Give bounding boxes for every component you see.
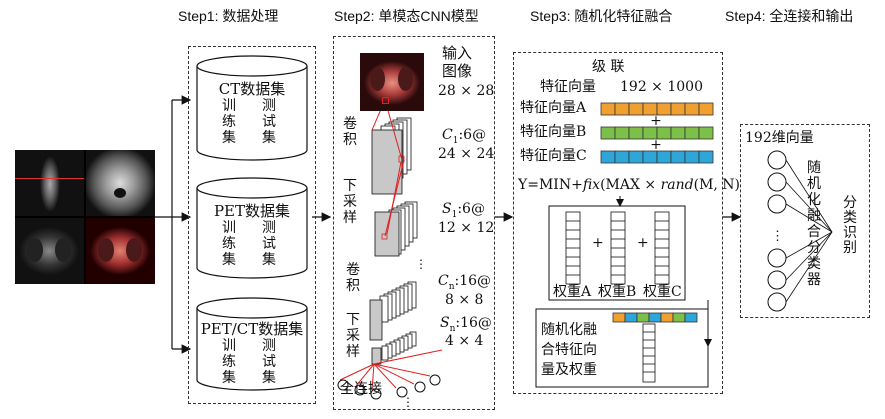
weight-a-label: 权重A	[553, 284, 592, 300]
cascade-size: 192 × 1000	[620, 79, 703, 95]
vector-b-label: 特征向量B	[520, 124, 587, 140]
weight-plus-1: +	[592, 235, 604, 251]
step1-container	[188, 46, 316, 404]
feature-vector-c	[600, 150, 714, 164]
weight-b-label: 权重B	[598, 284, 637, 300]
feature-vector-a	[600, 102, 714, 116]
petct-test-1: 测	[262, 338, 276, 354]
petct-train-2: 练	[222, 354, 236, 370]
pool2-label: 下采样	[346, 312, 360, 360]
ct-test-1: 测	[262, 98, 276, 114]
s1-label: S1:6@	[442, 201, 485, 220]
ct-train-1: 训	[222, 98, 236, 114]
pet-train-2: 练	[222, 236, 236, 252]
fusion-formula: Y=MIN+fix(MAX × rand(M, N)	[518, 177, 741, 193]
pet-train-3: 集	[222, 252, 236, 268]
petct-fused-image	[86, 218, 155, 284]
output-neurons	[767, 150, 787, 312]
classifier-label: 随机化融 合分类器	[807, 160, 821, 288]
pet-axial-image	[86, 150, 155, 216]
petct-test-3: 集	[262, 370, 276, 386]
step1-arrows	[155, 95, 192, 354]
input-size: 28 × 28	[438, 83, 495, 99]
cnn-red-connections	[339, 99, 443, 391]
input-label-2: 图像	[442, 62, 473, 80]
conv2-label: 卷积	[346, 262, 360, 294]
fc-neurons	[337, 374, 441, 400]
pet-dataset-cylinder	[196, 177, 308, 279]
step3-container	[513, 52, 723, 394]
weight-plus-2: +	[637, 235, 649, 251]
ct-axial-image	[15, 218, 84, 284]
ellipsis-dots-2: ⋮	[402, 395, 414, 409]
classification-result-label: 分类识别	[843, 195, 857, 256]
cn-label: Cn:16@	[438, 273, 492, 292]
cnn-input-image	[360, 53, 424, 111]
petct-train-3: 集	[222, 370, 236, 386]
pet-coronal-image	[15, 150, 84, 216]
petct-dataset-cylinder	[196, 297, 308, 391]
ct-test-2: 试	[262, 114, 276, 130]
step4-title: Step4: 全连接和输出	[725, 8, 854, 24]
input-label-1: 输入	[442, 44, 473, 62]
ct-train-2: 练	[222, 114, 236, 130]
petct-test-2: 试	[262, 354, 276, 370]
vector-a-label: 特征向量A	[520, 100, 587, 116]
fc-label: 全连接	[340, 381, 382, 397]
output-connections	[785, 159, 833, 303]
result-label-2: 合特征向	[541, 342, 597, 358]
vector-192-label: 192维向量	[745, 130, 814, 146]
pool1-label: 下采样	[343, 178, 357, 226]
result-label-1: 随机化融	[541, 322, 597, 338]
c1-size: 24 × 24	[438, 146, 495, 162]
ct-test-3: 集	[262, 130, 276, 146]
petct-dataset-title: PET/CT数据集	[200, 320, 304, 338]
ct-dataset-cylinder	[196, 55, 308, 161]
pet-test-3: 集	[262, 252, 276, 268]
neuron-ellipsis: ⋮	[771, 229, 784, 244]
result-label-3: 量及权重	[541, 362, 597, 378]
weight-columns	[565, 211, 670, 285]
vector-c-label: 特征向量C	[520, 148, 587, 164]
conv1-label: 卷积	[343, 116, 357, 148]
plus-bc: +	[650, 137, 662, 153]
step3-title: Step3: 随机化特征融合	[530, 8, 673, 24]
step1-title: Step1: 数据处理	[178, 8, 279, 24]
ct-train-3: 集	[222, 130, 236, 146]
cn-size: 8 × 8	[445, 292, 484, 308]
sn-size: 4 × 4	[445, 333, 484, 349]
step2-container	[333, 36, 495, 410]
step2-title: Step2: 单模态CNN模型	[334, 8, 479, 24]
sn-label: Sn:16@	[440, 315, 492, 334]
result-weight-column	[642, 323, 656, 383]
pet-test-1: 测	[262, 220, 276, 236]
feature-vector-b	[600, 126, 714, 140]
pet-dataset-title: PET数据集	[213, 202, 291, 220]
s1-size: 12 × 12	[438, 220, 495, 236]
result-vector	[612, 312, 698, 323]
ellipsis-dots-1: ⋮	[415, 257, 427, 271]
ct-dataset-title: CT数据集	[218, 80, 286, 98]
step4-container	[740, 124, 870, 318]
weight-c-label: 权重C	[643, 284, 682, 300]
medical-image-grid	[15, 150, 155, 284]
cascade-label-1: 级 联	[592, 59, 625, 75]
cascade-label-2: 特征向量	[540, 79, 596, 95]
pet-train-1: 训	[222, 220, 236, 236]
petct-train-1: 训	[222, 338, 236, 354]
plus-ab: +	[650, 113, 662, 129]
pet-test-2: 试	[262, 236, 276, 252]
c1-label: C1:6@	[442, 127, 487, 146]
